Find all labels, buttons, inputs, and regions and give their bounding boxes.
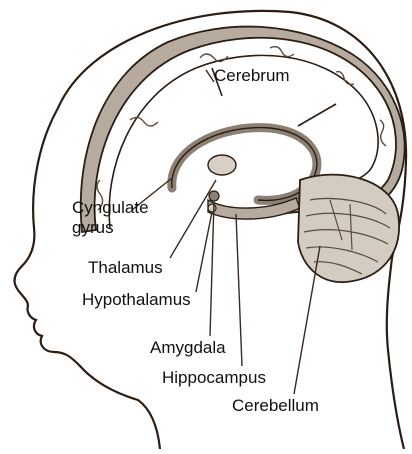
amygdala-shape bbox=[209, 191, 219, 201]
label-cerebrum: Cerebrum bbox=[214, 66, 290, 86]
thalamus-shape bbox=[208, 155, 236, 175]
label-amygdala: Amygdala bbox=[150, 338, 226, 358]
hypothalamus-shape bbox=[208, 204, 216, 212]
label-cerebellum: Cerebellum bbox=[232, 396, 319, 416]
cingulate-arch bbox=[172, 128, 317, 201]
cerebrum-arrow-right bbox=[298, 104, 336, 126]
leader-thalamus bbox=[170, 180, 216, 258]
label-hypothalamus: Hypothalamus bbox=[82, 290, 191, 310]
label-hippocampus: Hippocampus bbox=[162, 368, 266, 388]
label-cyngulate-line1: Cyngulate bbox=[72, 198, 162, 218]
label-cyngulate-gyrus: Cyngulate gyrus bbox=[72, 198, 162, 238]
leader-hypothalamus bbox=[196, 212, 212, 292]
leader-cerebellum bbox=[294, 246, 320, 394]
label-cyngulate-line2: gyrus bbox=[72, 218, 162, 238]
cerebellum-shape bbox=[298, 175, 399, 283]
leader-hippocampus bbox=[236, 214, 242, 366]
label-thalamus: Thalamus bbox=[88, 258, 163, 278]
